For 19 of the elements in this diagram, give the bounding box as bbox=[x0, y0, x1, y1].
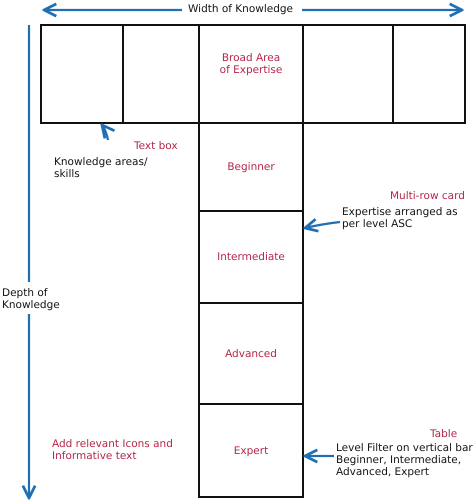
annotation-text: Level Filter on vertical bar Beginner, Intermediate, Advanced, Expert bbox=[336, 442, 474, 478]
level-card: Intermediate bbox=[198, 210, 304, 304]
annotation-text: Expertise arranged as per level ASC bbox=[342, 206, 459, 230]
level-card: Advanced bbox=[198, 302, 304, 405]
level-card: Expert bbox=[198, 403, 304, 498]
arrow bbox=[100, 124, 116, 140]
caption-text: Text box bbox=[134, 140, 178, 152]
knowledge-area-card bbox=[40, 24, 124, 124]
annotation-text: Knowledge areas/ skills bbox=[54, 156, 148, 180]
caption-text: Multi-row card bbox=[390, 190, 465, 202]
level-card: Beginner bbox=[198, 122, 304, 212]
axis-label: Depth of Knowledge bbox=[2, 285, 58, 313]
arrow bbox=[304, 448, 334, 464]
knowledge-area-card bbox=[392, 24, 466, 124]
knowledge-area-card bbox=[302, 24, 394, 124]
knowledge-area-card bbox=[122, 24, 200, 124]
axis-label: Width of Knowledge bbox=[188, 3, 294, 15]
caption-text: Table bbox=[430, 428, 458, 440]
arrow bbox=[304, 218, 340, 233]
